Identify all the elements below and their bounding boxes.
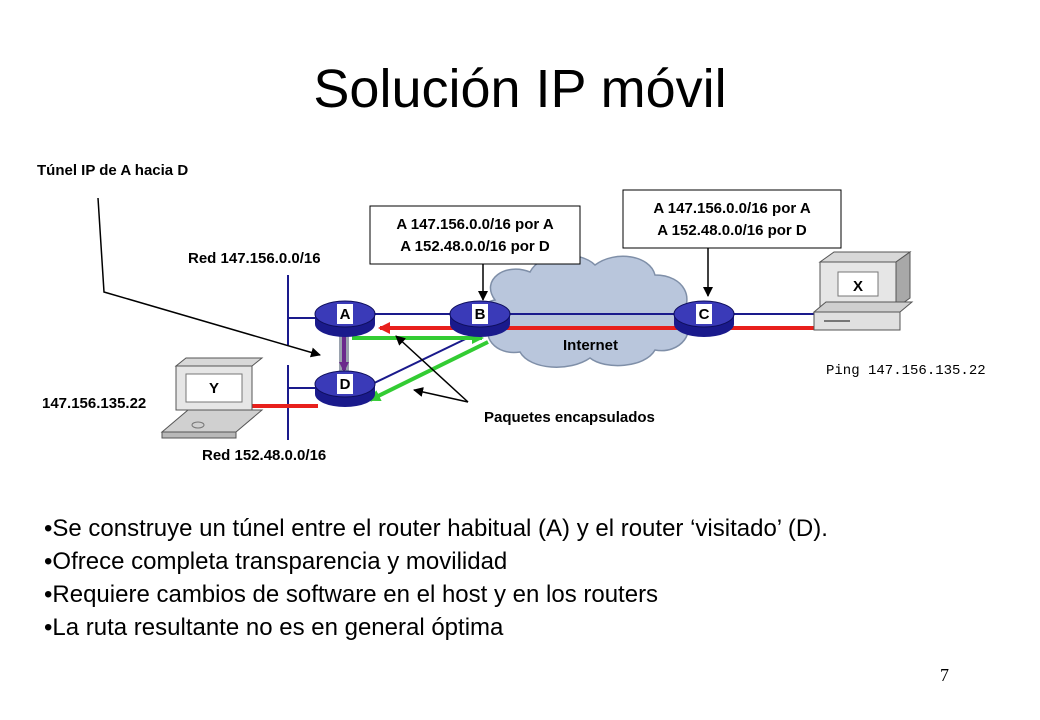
internet-label: Internet bbox=[563, 337, 618, 354]
bullet-item: La ruta resultante no es en general ópti… bbox=[44, 611, 828, 644]
page-number: 7 bbox=[940, 665, 949, 685]
bullet-item: Requiere cambios de software en el host … bbox=[44, 578, 828, 611]
green-path-b-to-d bbox=[368, 340, 489, 402]
router-d: D bbox=[314, 370, 376, 407]
tunnel-callout-line bbox=[97, 197, 321, 358]
bullet-item: Se construye un túnel entre el router ha… bbox=[44, 512, 827, 545]
encap-callout-line-1 bbox=[395, 335, 469, 403]
router-a-label: A bbox=[340, 306, 351, 323]
route-box-c-line1: A 147.156.0.0/16 por A bbox=[653, 200, 810, 217]
route-box-c: A 147.156.0.0/16 por A A 152.48.0.0/16 p… bbox=[622, 189, 842, 249]
host-y-ip-label: 147.156.135.22 bbox=[42, 395, 146, 412]
host-x-computer: X bbox=[812, 251, 914, 331]
router-c: C bbox=[673, 300, 735, 337]
host-y-label: Y bbox=[209, 380, 219, 397]
bullet-list: Se construye un túnel entre el router ha… bbox=[44, 512, 828, 644]
router-c-label: C bbox=[699, 306, 710, 323]
router-b-label: B bbox=[475, 306, 486, 323]
encapsulated-label: Paquetes encapsulados bbox=[484, 409, 655, 426]
ping-command-label: Ping 147.156.135.22 bbox=[826, 363, 986, 379]
route-box-b-line1: A 147.156.0.0/16 por A bbox=[396, 216, 553, 233]
network-d-label: Red 152.48.0.0/16 bbox=[202, 447, 326, 464]
route-box-b-line2: A 152.48.0.0/16 por D bbox=[400, 238, 550, 255]
router-b: B bbox=[449, 300, 511, 337]
slide-title: Solución IP móvil bbox=[313, 59, 727, 119]
network-a-label: Red 147.156.0.0/16 bbox=[188, 250, 321, 267]
route-box-c-line2: A 152.48.0.0/16 por D bbox=[657, 222, 807, 239]
router-a: A bbox=[314, 300, 376, 337]
encap-callout-line-2 bbox=[413, 387, 469, 403]
router-d-label: D bbox=[340, 376, 351, 393]
host-x-label: X bbox=[853, 278, 863, 295]
host-y-laptop: Y bbox=[160, 357, 264, 439]
bullet-item: Ofrece completa transparencia y movilida… bbox=[44, 545, 828, 578]
tunnel-label: Túnel IP de A hacia D bbox=[37, 162, 188, 179]
route-box-b: A 147.156.0.0/16 por A A 152.48.0.0/16 p… bbox=[369, 205, 581, 265]
